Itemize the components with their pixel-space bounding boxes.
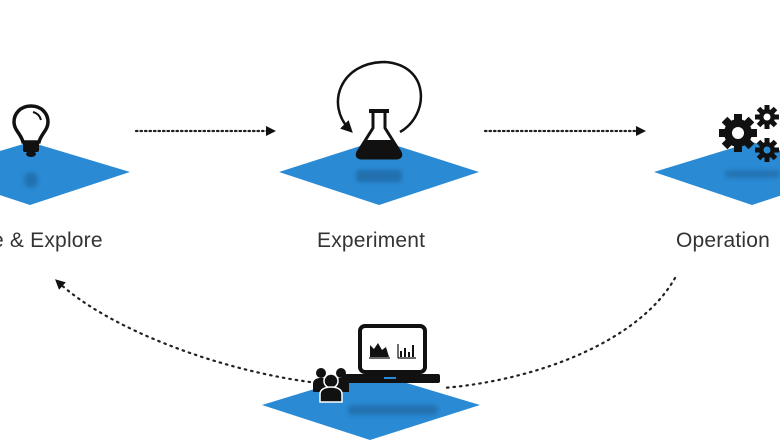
stage-operationalize bbox=[654, 105, 780, 205]
monitor-reflection bbox=[348, 405, 438, 415]
flask-icon bbox=[355, 109, 403, 160]
laptop-dashboard-icon bbox=[342, 324, 440, 383]
stage-label-operationalize: Operation bbox=[676, 229, 771, 252]
stage-experiment bbox=[279, 60, 479, 205]
lightbulb-icon bbox=[12, 104, 50, 157]
experiment-reflection bbox=[356, 170, 402, 182]
explore-reflection bbox=[24, 172, 38, 188]
operationalize-platform bbox=[654, 142, 780, 205]
experiment-loop-arrow bbox=[336, 60, 423, 134]
explore-platform bbox=[0, 142, 130, 205]
stage-label-experiment: Experiment bbox=[317, 229, 426, 252]
stage-monitor bbox=[262, 324, 480, 440]
operationalize-reflection bbox=[725, 170, 780, 178]
arrow-operationalize-to-monitor bbox=[441, 276, 677, 390]
stage-explore bbox=[0, 104, 130, 205]
stage-label-explore: e & Explore bbox=[0, 229, 103, 252]
team-icon bbox=[313, 368, 349, 403]
arrow-monitor-to-explore bbox=[55, 279, 312, 384]
